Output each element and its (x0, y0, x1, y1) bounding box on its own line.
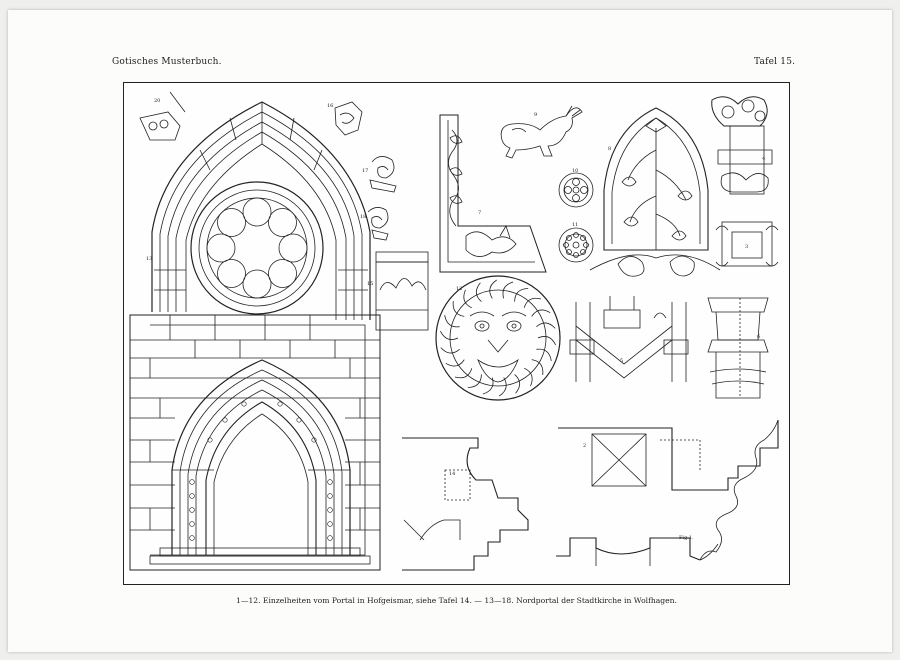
rosette-11 (558, 227, 594, 263)
fig-label-12: 12 (456, 286, 462, 292)
detail-spiral-18 (367, 207, 389, 241)
fig-label-4: 4 (762, 156, 765, 162)
masonry-wall (129, 314, 381, 571)
fig-label-9: 9 (534, 112, 537, 118)
fig-label-6: 6 (757, 334, 760, 340)
fig-label-2: 2 (583, 443, 586, 449)
foliage-tracery-panel (589, 107, 721, 277)
profile-section-14 (402, 437, 529, 571)
fig-label-18: 18 (360, 214, 366, 220)
fig-label-1: Fig.1. (679, 535, 694, 541)
rose-window (190, 181, 324, 315)
fig-label-5: 5 (620, 358, 623, 364)
dragon-ornament (500, 105, 583, 159)
detail-leaf-16 (334, 101, 363, 136)
vine-bracket (439, 114, 547, 273)
detail-spiral-17 (369, 156, 397, 193)
fig-label-13: 13 (146, 256, 152, 262)
profile-section-fig1 (556, 419, 779, 566)
figure-labels: 20 16 17 18 15 13 7 9 10 11 8 12 5 4 3 6… (146, 98, 765, 541)
ornament-box-3 (715, 221, 779, 267)
fig-label-7: 7 (478, 210, 481, 216)
fig-label-16: 16 (327, 103, 333, 109)
column-base-6 (707, 297, 769, 399)
column-capital-4 (711, 96, 773, 195)
fig-label-14: 14 (449, 471, 455, 477)
gable-pinnacles (569, 296, 689, 382)
plate-caption: 1—12. Einzelheiten vom Portal in Hofgeis… (236, 596, 677, 605)
detail-capital-15 (375, 251, 429, 331)
fig-label-3: 3 (745, 244, 748, 250)
rosette-10 (558, 172, 594, 208)
book-title: Gotisches Musterbuch. (112, 57, 222, 67)
detail-capital-20 (139, 91, 186, 141)
fig-label-10: 10 (572, 168, 578, 174)
fig-label-8: 8 (608, 146, 611, 152)
lion-mask-medallion (435, 275, 561, 401)
plate-number: Tafel 15. (754, 57, 796, 67)
plate-frame (123, 82, 790, 585)
fig-label-11: 11 (572, 222, 578, 228)
fig-label-17: 17 (362, 168, 368, 174)
profile-section-2 (558, 420, 779, 491)
gothic-window-arch (151, 101, 371, 320)
fig-label-20: 20 (154, 98, 160, 104)
gothic-portal (149, 359, 371, 565)
fig-label-15: 15 (367, 281, 373, 287)
